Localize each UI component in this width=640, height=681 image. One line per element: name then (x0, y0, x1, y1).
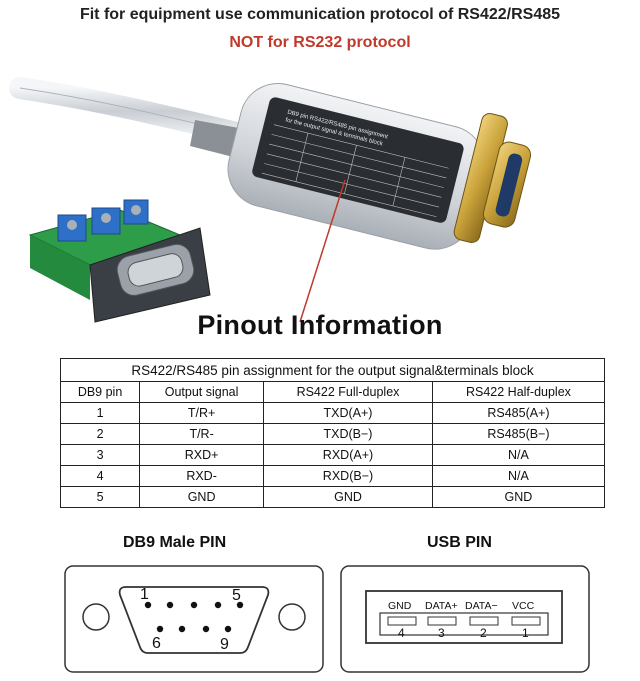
table-cell: T/R- (139, 423, 265, 445)
table-cell: 3 (59, 444, 141, 466)
pin-label: 5 (232, 587, 241, 604)
column-header: RS422 Full-duplex (263, 381, 433, 403)
table-cell: 2 (59, 423, 141, 445)
table-cell: N/A (431, 444, 606, 466)
table-cell: TXD(A+) (263, 402, 433, 424)
table-cell: RXD+ (139, 444, 265, 466)
column-header: Output signal (139, 381, 265, 403)
pinout-title: Pinout Information (197, 310, 443, 340)
table-cell: RS485(A+) (431, 402, 606, 424)
pin-label: 9 (220, 636, 229, 653)
pin-label: 6 (152, 635, 161, 652)
mounting-hole-icon (82, 603, 110, 631)
pin-dots (144, 601, 244, 633)
headline: Fit for equipment use communication prot… (79, 6, 561, 23)
pin-assignment-table: RS422/RS485 pin assignment for the outpu… (59, 358, 606, 508)
table-cell: T/R+ (139, 402, 265, 424)
db9-pin-title: DB9 Male PIN (123, 534, 227, 551)
usb-pin-number: 2 (480, 626, 487, 640)
table-cell: GND (263, 486, 433, 508)
db9-pin-diagram: 1 5 6 9 (64, 565, 324, 673)
mounting-hole-icon (278, 603, 306, 631)
usb-pin-number: 4 (398, 626, 405, 640)
table-caption: RS422/RS485 pin assignment for the outpu… (60, 358, 605, 382)
usb-signal-label: VCC (512, 600, 535, 612)
table-cell: RXD- (139, 465, 265, 487)
table-row: 1 T/R+ TXD(A+) RS485(A+) (59, 402, 606, 424)
table-cell: TXD(B−) (263, 423, 433, 445)
table-cell: RXD(A+) (263, 444, 433, 466)
db9-connector-art (453, 112, 532, 244)
usb-contacts (387, 616, 541, 626)
usb-signal-label: GND (388, 600, 412, 612)
table-row: 5 GND GND GND (59, 486, 606, 508)
terminal-block-art (28, 199, 211, 323)
adapter-housing: DB9 pin RS422/RS485 pin assignment for t… (227, 83, 486, 250)
usb-signal-label: DATA− (465, 600, 498, 612)
table-cell: RXD(B−) (263, 465, 433, 487)
table-row: 3 RXD+ RXD(A+) N/A (59, 444, 606, 466)
pin-label: 1 (140, 586, 149, 603)
table-cell: 4 (59, 465, 141, 487)
usb-pin-title: USB PIN (427, 534, 492, 551)
table-cell: GND (431, 486, 606, 508)
table-header-row: DB9 pin Output signal RS422 Full-duplex … (59, 381, 606, 403)
usb-signal-label: DATA+ (425, 600, 458, 612)
table-cell: 1 (59, 402, 141, 424)
table-row: 2 T/R- TXD(B−) RS485(B−) (59, 423, 606, 445)
column-header: RS422 Half-duplex (431, 381, 606, 403)
table-cell: RS485(B−) (431, 423, 606, 445)
column-header: DB9 pin (59, 381, 141, 403)
d-sub-shell (118, 586, 270, 654)
table-cell: N/A (431, 465, 606, 487)
table-cell: 5 (59, 486, 141, 508)
protocol-warning: NOT for RS232 protocol (229, 34, 411, 51)
usb-pin-diagram: GND DATA+ DATA− VCC 4 3 2 1 (340, 565, 590, 673)
table-cell: GND (139, 486, 265, 508)
usb-pin-number: 1 (522, 626, 529, 640)
usb-pin-number: 3 (438, 626, 445, 640)
table-row: 4 RXD- RXD(B−) N/A (59, 465, 606, 487)
product-image: DB9 pin RS422/RS485 pin assignment for t… (9, 77, 532, 323)
